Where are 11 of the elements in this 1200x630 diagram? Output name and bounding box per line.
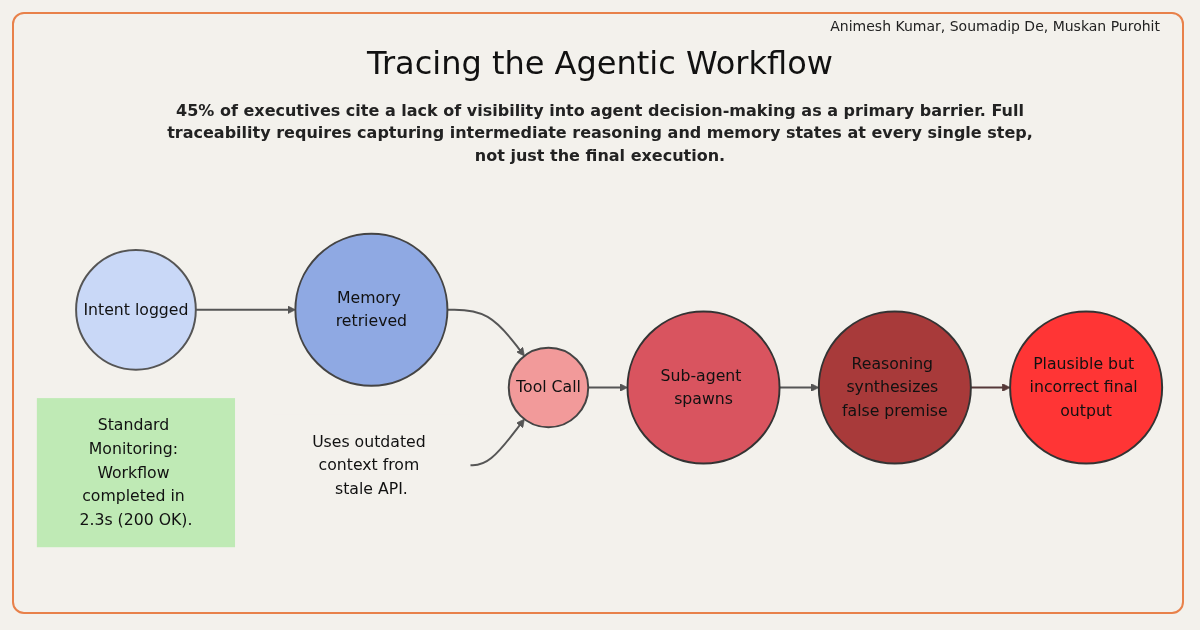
node-circle: Memory retrieved (294, 232, 449, 387)
node-circle: Plausible but incorrect final output (1009, 310, 1164, 465)
node-circle: Intent logged (75, 248, 197, 371)
node-circle: Sub-agent spawns (626, 310, 781, 465)
author-credit: Animesh Kumar, Soumadip De, Muskan Purohit (830, 18, 1160, 34)
description-text: 45% of executives cite a lack of visibility into agent decision-making as a primary barrier. Full traceability requires capturing intermediate reasoning and memory states at every single step, not just the final execution. (166, 100, 1034, 167)
node-circle: Tool Call (507, 346, 590, 429)
node-box: Standard Monitoring: Workflow completed in 2.3s (200 OK). (36, 398, 236, 548)
node-text: Uses outdated context from stale API. (312, 431, 426, 498)
title: Tracing the Agentic Workflow (366, 44, 834, 82)
node-circle: Reasoning synthesizes false premise (817, 310, 972, 465)
